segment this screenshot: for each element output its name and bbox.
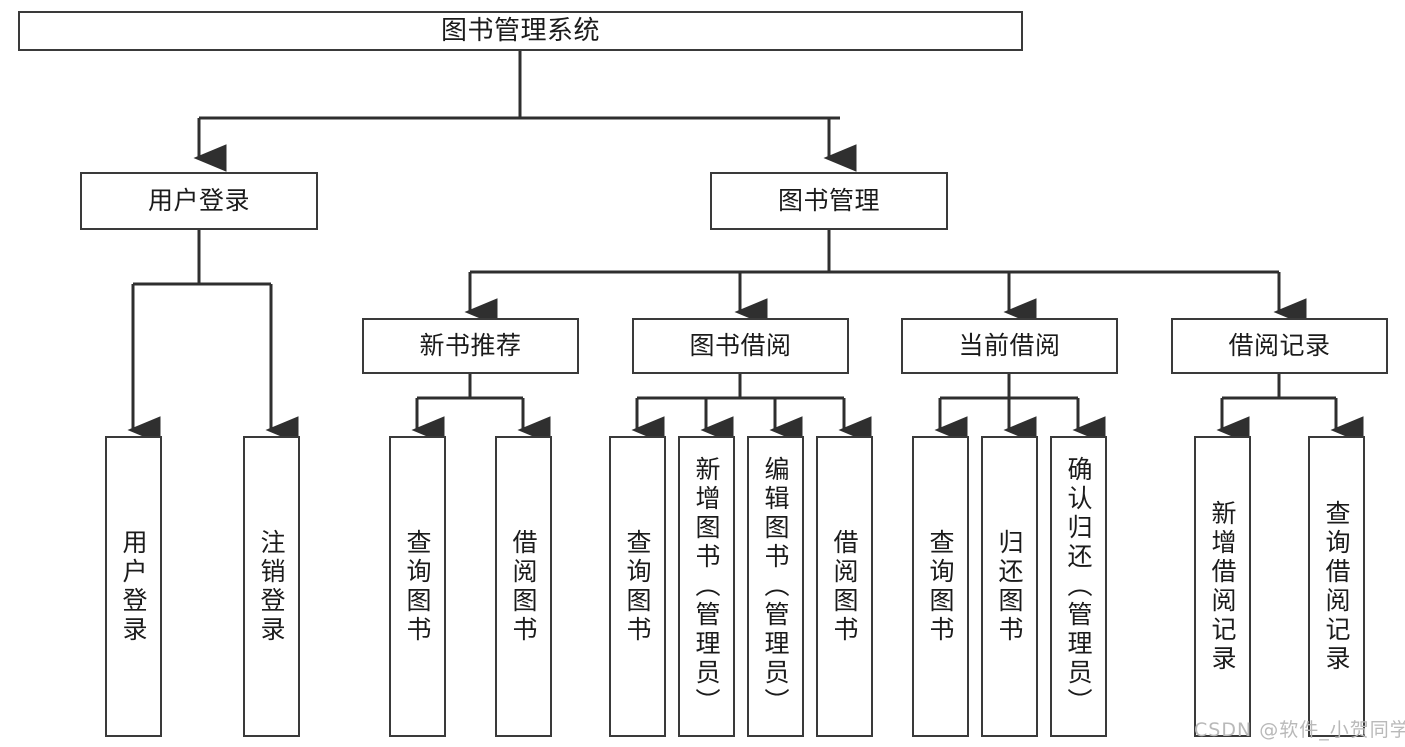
leaf-record-add[interactable]: 新增借阅记录 [1194, 436, 1251, 737]
node-label: 借阅图书 [830, 528, 859, 645]
node-label: 注销登录 [257, 528, 286, 645]
leaf-current-confirm-return[interactable]: 确认归还（管理员） [1050, 436, 1107, 737]
leaf-borrow-query-book[interactable]: 查询图书 [609, 436, 666, 737]
node-current-borrow[interactable]: 当前借阅 [901, 318, 1118, 374]
node-user-login[interactable]: 用户登录 [80, 172, 318, 230]
leaf-current-query-book[interactable]: 查询图书 [912, 436, 969, 737]
leaf-borrow-add-book[interactable]: 新增图书（管理员） [678, 436, 735, 737]
node-label: 查询借阅记录 [1322, 499, 1351, 674]
leaf-newbook-borrow-book[interactable]: 借阅图书 [495, 436, 552, 737]
node-label: 当前借阅 [958, 331, 1061, 361]
leaf-user-login[interactable]: 用户登录 [105, 436, 162, 737]
node-label: 用户登录 [147, 186, 250, 216]
node-label: 新书推荐 [419, 331, 522, 361]
watermark-text: CSDN @软件_小贺同学 [1194, 719, 1405, 741]
node-label: 新增借阅记录 [1208, 499, 1237, 674]
node-label: 归还图书 [995, 528, 1024, 645]
node-label: 图书管理系统 [440, 15, 600, 46]
leaf-current-return-book[interactable]: 归还图书 [981, 436, 1038, 737]
node-book-borrow[interactable]: 图书借阅 [632, 318, 849, 374]
node-label: 编辑图书（管理员） [761, 456, 790, 717]
node-label: 查询图书 [623, 528, 652, 645]
node-label: 借阅图书 [509, 528, 538, 645]
node-label: 确认归还（管理员） [1064, 456, 1093, 717]
node-label: 用户登录 [119, 528, 148, 645]
node-borrow-record[interactable]: 借阅记录 [1171, 318, 1388, 374]
node-book-management[interactable]: 图书管理 [710, 172, 948, 230]
leaf-borrow-lend-book[interactable]: 借阅图书 [816, 436, 873, 737]
node-label: 查询图书 [403, 528, 432, 645]
node-label: 查询图书 [926, 528, 955, 645]
leaf-user-logout[interactable]: 注销登录 [243, 436, 300, 737]
leaf-newbook-query-book[interactable]: 查询图书 [389, 436, 446, 737]
node-root-system[interactable]: 图书管理系统 [18, 11, 1023, 51]
leaf-borrow-edit-book[interactable]: 编辑图书（管理员） [747, 436, 804, 737]
node-label: 图书借阅 [689, 331, 792, 361]
node-label: 借阅记录 [1228, 331, 1331, 361]
node-label: 图书管理 [777, 186, 880, 216]
node-label: 新增图书（管理员） [692, 456, 721, 717]
node-new-book-recommend[interactable]: 新书推荐 [362, 318, 579, 374]
leaf-record-query[interactable]: 查询借阅记录 [1308, 436, 1365, 737]
